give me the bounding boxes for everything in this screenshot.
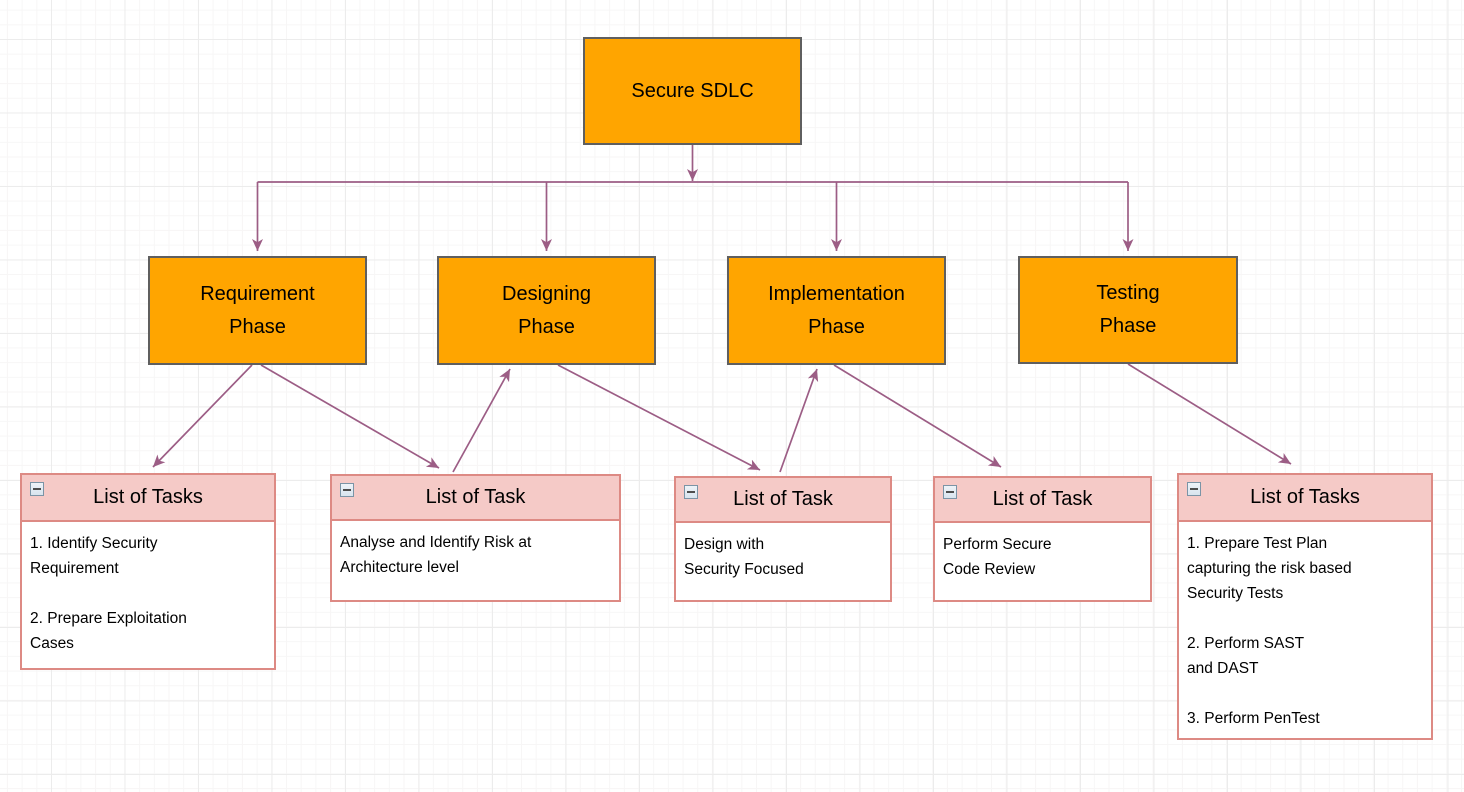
collapse-button[interactable] (943, 485, 957, 499)
connector-designing-to-tasks-3[interactable] (557, 364, 761, 471)
connector-tasks-2-to-designing[interactable] (452, 368, 511, 473)
tasks-2-title: List of Task (425, 486, 526, 508)
node-tasks-1[interactable]: List of Tasks 1. Identify Security Requi… (20, 473, 276, 670)
collapse-minus-icon (1190, 488, 1198, 490)
node-requirement-phase-label: Requirement Phase (200, 282, 315, 338)
tasks-1-title: List of Tasks (93, 486, 203, 508)
tasks-2-body: Analyse and Identify Risk at Architectur… (340, 534, 532, 576)
collapse-button[interactable] (1187, 482, 1201, 496)
node-requirement-phase[interactable]: Requirement Phase (148, 256, 367, 365)
node-designing-phase-label: Designing Phase (502, 282, 591, 338)
node-implementation-phase[interactable]: Implementation Phase (727, 256, 946, 365)
node-tasks-2[interactable]: List of Task Analyse and Identify Risk a… (330, 474, 621, 602)
tasks-2-header: List of Task (332, 476, 619, 521)
collapse-button[interactable] (340, 483, 354, 497)
tasks-3-header: List of Task (676, 478, 890, 523)
node-tasks-5[interactable]: List of Tasks 1. Prepare Test Plan captu… (1177, 473, 1433, 740)
connector-requirement-to-tasks-1[interactable] (152, 364, 253, 468)
tasks-5-header: List of Tasks (1179, 475, 1431, 522)
connector-testing-to-tasks-5[interactable] (1127, 363, 1292, 465)
node-testing-phase-label: Testing Phase (1096, 282, 1160, 337)
tasks-4-body: Perform Secure Code Review (943, 536, 1052, 578)
tasks-4-title: List of Task (992, 488, 1093, 510)
collapse-button[interactable] (30, 482, 44, 496)
node-secure-sdlc[interactable]: Secure SDLC (583, 37, 802, 145)
tasks-5-title: List of Tasks (1250, 486, 1360, 508)
collapse-button[interactable] (684, 485, 698, 499)
connector-implementation-to-tasks-4[interactable] (833, 364, 1002, 468)
node-testing-phase[interactable]: Testing Phase (1018, 256, 1238, 364)
node-tasks-3[interactable]: List of Task Design with Security Focuse… (674, 476, 892, 602)
node-implementation-phase-label: Implementation Phase (768, 282, 905, 338)
collapse-minus-icon (33, 488, 41, 490)
node-tasks-4[interactable]: List of Task Perform Secure Code Review (933, 476, 1152, 602)
tasks-4-header: List of Task (935, 478, 1150, 523)
collapse-minus-icon (946, 491, 954, 493)
node-designing-phase[interactable]: Designing Phase (437, 256, 656, 365)
connector-tasks-3-to-implementation[interactable] (779, 368, 819, 473)
collapse-minus-icon (343, 489, 351, 491)
tasks-1-header: List of Tasks (22, 475, 274, 522)
node-secure-sdlc-label: Secure SDLC (631, 79, 754, 102)
connector-requirement-to-tasks-2[interactable] (260, 364, 440, 469)
tasks-3-title: List of Task (733, 488, 833, 510)
tasks-1-body: 1. Identify Security Requirement 2. Prep… (30, 535, 187, 652)
tasks-3-body: Design with Security Focused (684, 536, 804, 578)
tasks-5-body: 1. Prepare Test Plan capturing the risk … (1187, 535, 1352, 727)
collapse-minus-icon (687, 491, 695, 493)
